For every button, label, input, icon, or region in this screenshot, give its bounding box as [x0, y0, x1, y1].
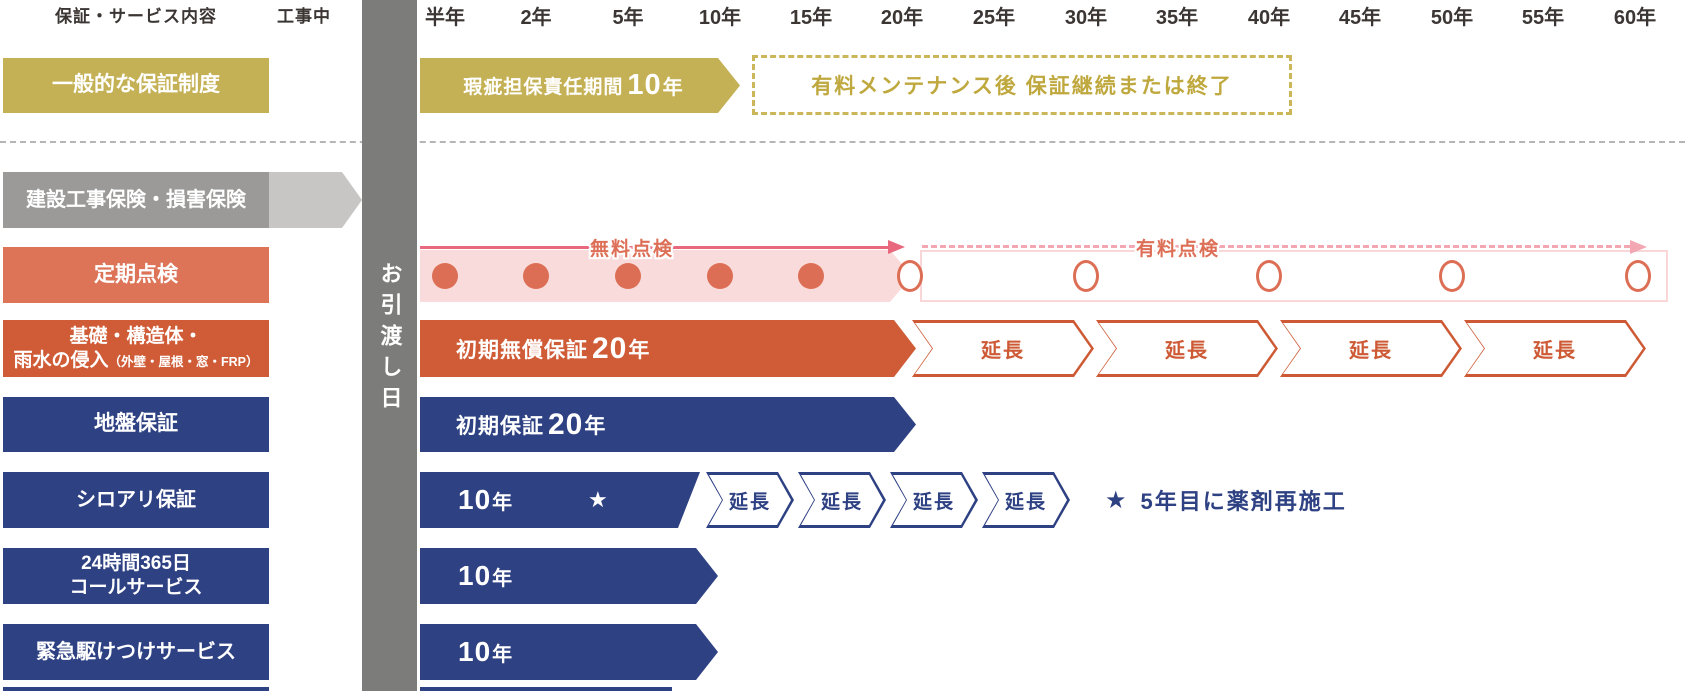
cropped-row-sliver [3, 687, 269, 691]
star-icon: ★ [1105, 486, 1129, 514]
section-divider [0, 141, 1685, 143]
extension-chevron: 延長 [890, 472, 978, 528]
paid-inspection-line [922, 245, 1630, 248]
row-label-emergency-service: 緊急駆けつけサービス [3, 624, 269, 680]
free-inspection-line [420, 246, 890, 249]
emergency-service-bar: 10 年 [420, 624, 718, 680]
ground-warranty-bar: 初期保証 20 年 [420, 397, 916, 452]
handover-day-label: お引渡し日 [377, 262, 403, 417]
free-inspection-label: 無料点検 [589, 239, 675, 260]
column-title-construction: 工事中 [277, 7, 331, 26]
paid-maintenance-box: 有料メンテナンス後 保証継続または終了 [752, 55, 1292, 115]
extension-chevron: 延長 [798, 472, 886, 528]
termite-note: ★ 5年目に薬剤再施工 [1105, 486, 1347, 515]
extension-chevron: 延長 [1096, 320, 1278, 377]
paid-inspection-ring-icon [1256, 260, 1282, 292]
row-label-ground-warranty: 地盤保証 [3, 397, 269, 452]
paid-inspection-ring-icon [1439, 260, 1465, 292]
initial-free-warranty-bar: 初期無償保証 20 年 [420, 320, 916, 377]
free-inspection-dot-icon [707, 263, 733, 289]
cropped-row-sliver [420, 687, 672, 691]
termite-warranty-bar: 10 年 [420, 472, 700, 528]
year-tick: 半年 [425, 7, 465, 29]
year-tick: 50年 [1430, 7, 1474, 29]
year-tick: 15年 [789, 7, 833, 29]
free-inspection-dot-icon [432, 263, 458, 289]
extension-chevron: 延長 [982, 472, 1070, 528]
row-label-termite-warranty: シロアリ保証 [3, 472, 269, 528]
defect-liability-bar: 瑕疵担保責任期間 10 年 [420, 58, 740, 113]
year-tick: 20年 [880, 7, 924, 29]
year-tick: 60年 [1613, 7, 1657, 29]
column-title-service: 保証・サービス内容 [55, 7, 217, 26]
free-inspection-dot-icon [798, 263, 824, 289]
row-label-construction-insurance: 建設工事保険・損害保険 [3, 172, 269, 228]
extension-chevron: 延長 [912, 320, 1094, 377]
call-service-bar: 10 年 [420, 548, 718, 604]
paid-inspection-box [920, 250, 1668, 302]
extension-chevron: 延長 [706, 472, 794, 528]
row-label-general-warranty: 一般的な保証制度 [3, 58, 269, 113]
year-tick: 10年 [698, 7, 742, 29]
row-label-call-service: 24時間365日 コールサービス [3, 548, 269, 604]
free-inspection-band [420, 250, 912, 302]
structure-label-note: （外壁・屋根・窓・FRP） [108, 354, 259, 369]
year-tick: 25年 [972, 7, 1016, 29]
year-tick: 35年 [1155, 7, 1199, 29]
year-tick: 45年 [1338, 7, 1382, 29]
free-inspection-dot-icon [615, 263, 641, 289]
paid-inspection-label: 有料点検 [1135, 239, 1221, 260]
extension-chevron: 延長 [1280, 320, 1462, 377]
year-tick: 40年 [1247, 7, 1291, 29]
year-tick: 30年 [1064, 7, 1108, 29]
free-inspection-dot-icon [523, 263, 549, 289]
paid-inspection-ring-icon [897, 260, 923, 292]
star-icon: ★ [588, 487, 608, 512]
construction-period-arrow [269, 172, 362, 228]
year-tick: 2年 [520, 7, 552, 29]
handover-day-bar: お引渡し日 [362, 0, 417, 691]
defect-liability-text: 瑕疵担保責任期間 [463, 77, 624, 98]
free-inspection-arrow-icon [888, 240, 905, 254]
paid-inspection-ring-icon [1073, 260, 1099, 292]
row-label-structure-warranty: 基礎・構造体・ 雨水の侵入（外壁・屋根・窓・FRP） [3, 320, 269, 377]
paid-inspection-ring-icon [1625, 260, 1651, 292]
extension-chevron: 延長 [1464, 320, 1646, 377]
year-tick: 5年 [612, 7, 644, 29]
year-tick: 55年 [1521, 7, 1565, 29]
paid-inspection-arrow-icon [1630, 240, 1647, 254]
row-label-periodic-inspection: 定期点検 [3, 247, 269, 303]
